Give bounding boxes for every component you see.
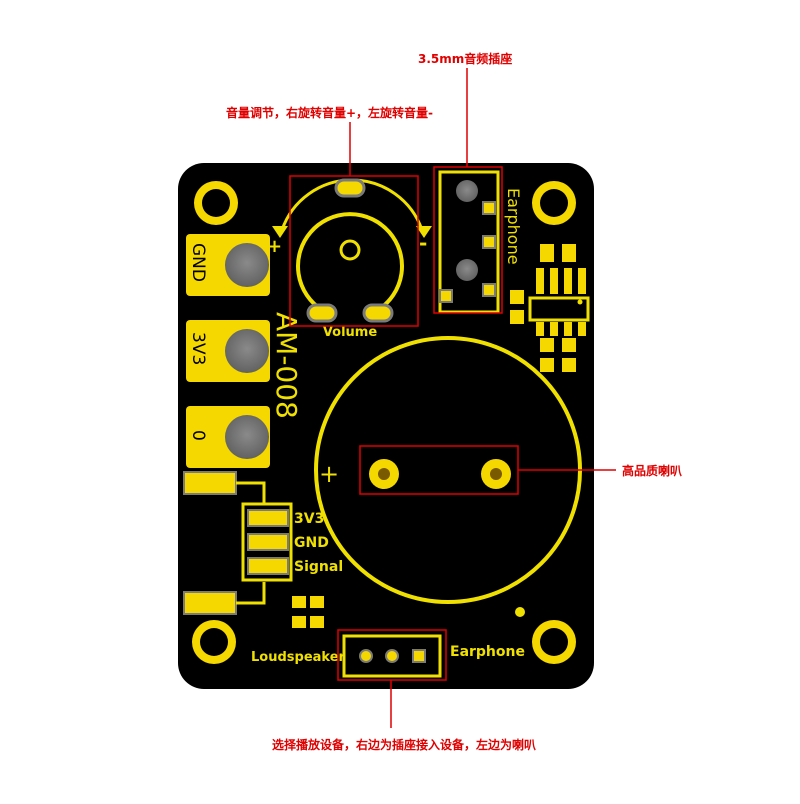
volume-potentiometer: [272, 178, 432, 323]
earphone-bottom-label: Earphone: [450, 644, 525, 660]
pin-label-3v3: 3V3: [188, 332, 208, 365]
highlight-box-switch: [337, 629, 447, 681]
connector-label-gnd: GND: [294, 535, 329, 551]
mounting-hole-bottom-right: [532, 620, 576, 664]
mounting-hole-top-right: [532, 181, 576, 225]
annotation-speaker: 高品质喇叭: [622, 464, 683, 478]
pin-pad-gnd: [186, 234, 270, 296]
volume-plus-sign: +: [267, 236, 282, 257]
speaker-plus-sign: +: [319, 460, 339, 488]
loudspeaker-label: Loudspeaker: [251, 650, 346, 665]
side-connector: [183, 471, 293, 615]
connector-label-signal: Signal: [294, 559, 343, 575]
output-select-switch: [342, 634, 442, 678]
annotation-volume: 音量调节，右旋转音量+，左旋转音量-: [226, 106, 434, 120]
pin-label-0: 0: [188, 430, 208, 441]
board-model-label: AM-008: [270, 312, 303, 419]
earphone-side-label: Earphone: [504, 188, 523, 265]
smd-pads-bottom: [292, 596, 324, 628]
pin-pad-3v3: [186, 320, 270, 382]
amplifier-chip: [528, 268, 590, 336]
pin-label-gnd: GND: [188, 243, 208, 282]
earphone-jack: [438, 170, 500, 314]
volume-label: Volume: [323, 325, 378, 340]
mounting-hole-bottom-left: [192, 620, 236, 664]
mounting-hole-top-left: [194, 181, 238, 225]
annotation-select: 选择播放设备，右边为插座接入设备，左边为喇叭: [272, 738, 537, 752]
pin-pad-0: [186, 406, 270, 468]
highlight-box-volume: [289, 175, 419, 327]
annotation-jack: 3.5mm音频插座: [418, 52, 513, 66]
volume-minus-sign: -: [419, 231, 427, 255]
connector-label-3v3: 3V3: [294, 511, 324, 527]
smd-pads-right: [510, 244, 576, 372]
highlight-box-jack: [433, 166, 503, 314]
